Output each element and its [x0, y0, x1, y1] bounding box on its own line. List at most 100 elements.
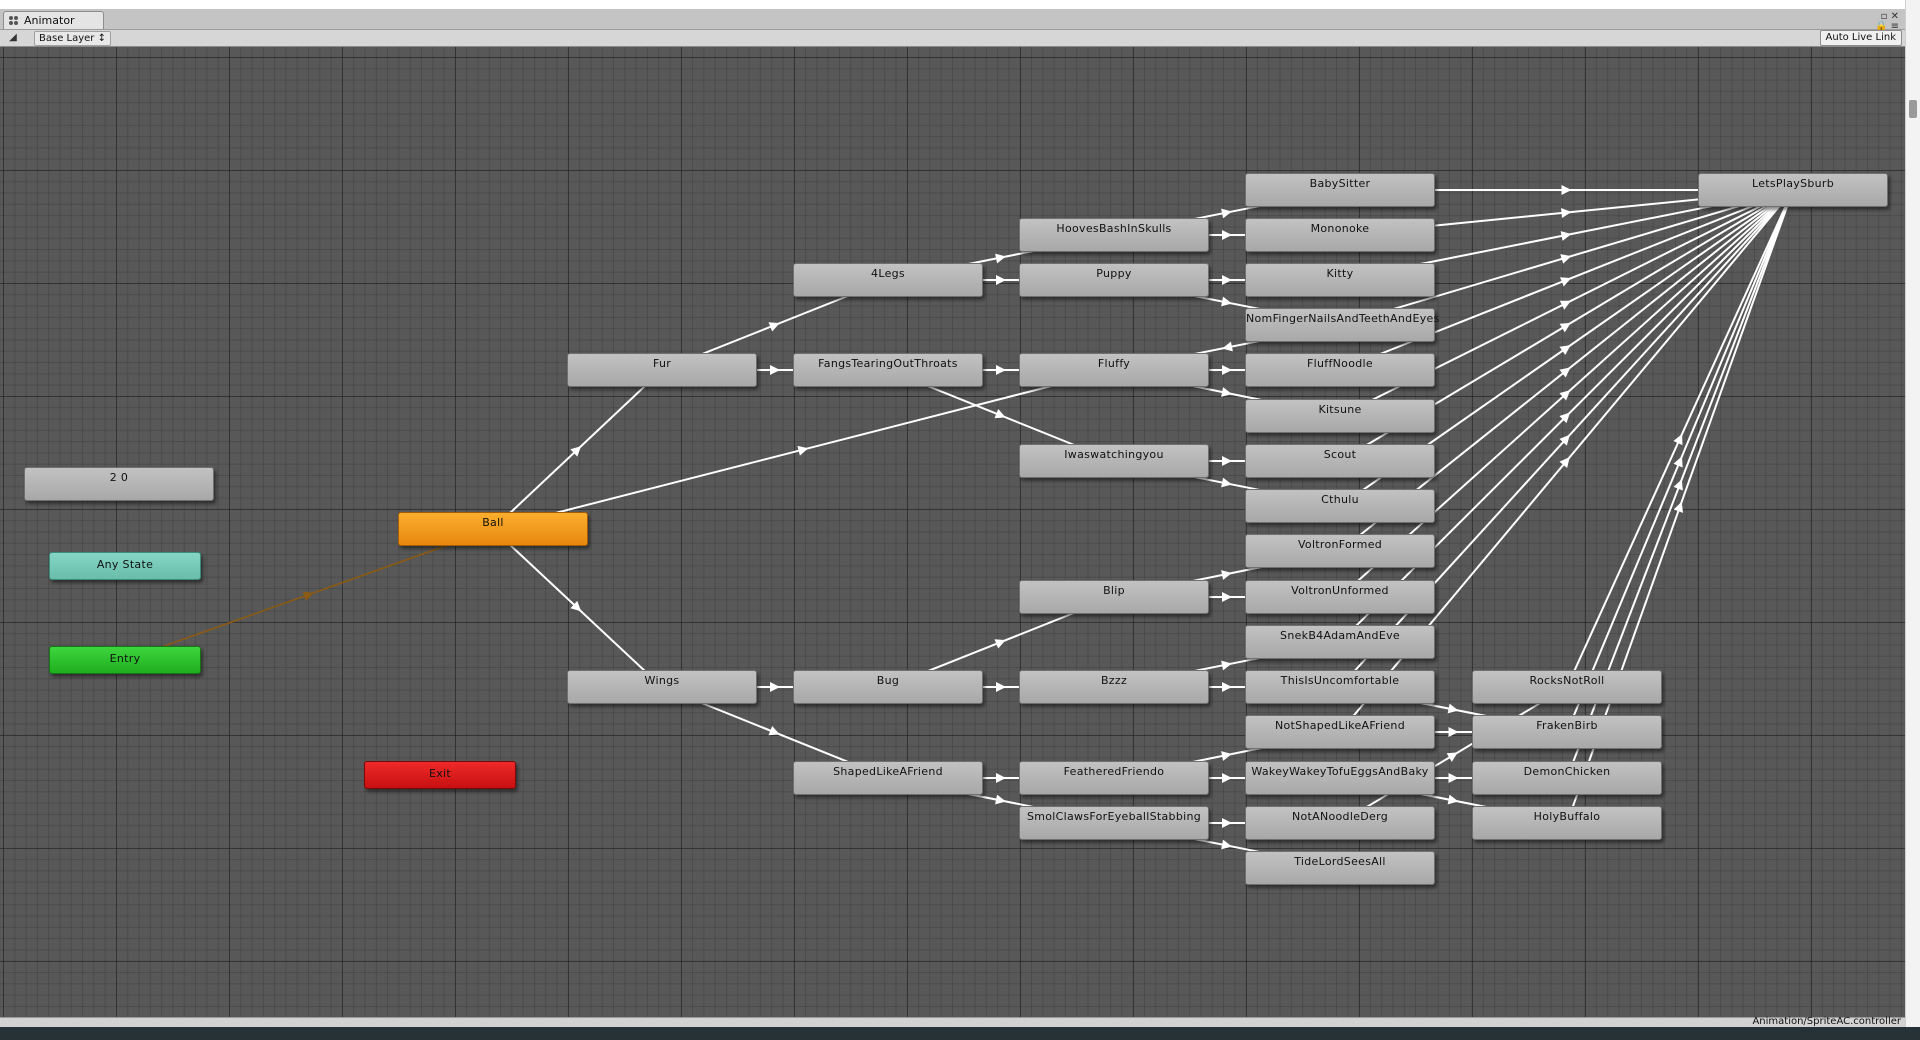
transition-arrow-icon — [1559, 322, 1571, 333]
window-controls[interactable]: ▫ ✕ 🔒 ≡ — [1875, 12, 1899, 32]
tab-title: Animator — [24, 14, 75, 27]
animator-window: Animator ▫ ✕ 🔒 ≡ ◢ Base Layer ↕ Auto Liv… — [0, 0, 1905, 1027]
state-node[interactable]: Fur — [567, 353, 757, 387]
transition-arrow-icon — [770, 682, 780, 692]
state-node[interactable]: Mononoke — [1245, 218, 1435, 252]
state-node[interactable]: NomFingerNailsAndTeethAndEyes — [1245, 308, 1439, 342]
state-label: HoovesBashInSkulls — [1056, 222, 1172, 235]
state-node[interactable]: Iwaswatchingyou — [1019, 444, 1209, 478]
state-node[interactable]: TideLordSeesAll — [1245, 851, 1435, 885]
transition-arrow-icon — [1559, 345, 1571, 355]
scrollbar-thumb[interactable] — [1909, 100, 1917, 118]
state-label: LetsPlaySburb — [1751, 177, 1835, 190]
state-node[interactable]: Bug — [793, 670, 983, 704]
state-node[interactable]: Scout — [1245, 444, 1435, 478]
state-node[interactable]: FrakenBirb — [1472, 715, 1662, 749]
state-label: Entry — [109, 652, 141, 665]
state-node[interactable]: WakeyWakeyTofuEggsAndBaky — [1245, 761, 1435, 795]
state-label: Any State — [96, 558, 154, 571]
state-label: NotShapedLikeAFriend — [1275, 719, 1405, 732]
transition-arrow-icon — [797, 445, 809, 456]
transition-layer — [124, 185, 1794, 869]
state-node[interactable]: HoovesBashInSkulls — [1019, 218, 1209, 252]
state-node[interactable]: FeatheredFriendo — [1019, 761, 1209, 795]
transition-arrow-icon — [1222, 341, 1233, 352]
vertical-scrollbar[interactable] — [1905, 0, 1920, 1027]
transition-arrow-icon — [1559, 390, 1571, 401]
state-label: BabySitter — [1309, 177, 1371, 190]
state-node[interactable]: RocksNotRoll — [1472, 670, 1662, 704]
state-label: DemonChicken — [1523, 765, 1611, 778]
state-label: RocksNotRoll — [1529, 674, 1605, 687]
state-label: Cthulu — [1321, 493, 1359, 506]
transition-arrow-icon — [996, 365, 1006, 375]
state-node[interactable]: NotShapedLikeAFriend — [1245, 715, 1435, 749]
state-node[interactable]: FangsTearingOutThroats — [793, 353, 983, 387]
state-label: Puppy — [1096, 267, 1132, 280]
state-node[interactable]: Puppy — [1019, 263, 1209, 297]
state-node[interactable]: Fluffy — [1019, 353, 1209, 387]
state-label: NotANoodleDerg — [1291, 810, 1389, 823]
state-label: TideLordSeesAll — [1294, 855, 1386, 868]
state-machine-graph[interactable]: 2 0 Any State Entry Exit Ball Fur Wings … — [0, 47, 1905, 1017]
tab-animator[interactable]: Animator — [3, 11, 104, 29]
state-node[interactable]: FluffNoodle — [1245, 353, 1435, 387]
lock-menu-icons[interactable]: 🔒 ≡ — [1874, 21, 1899, 32]
state-node[interactable]: HolyBuffalo — [1472, 806, 1662, 840]
maximize-close-icons[interactable]: ▫ ✕ — [1880, 11, 1899, 22]
transition-arrow-icon — [1560, 277, 1572, 287]
layer-breadcrumb-dropdown[interactable]: Base Layer ↕ — [34, 31, 111, 46]
exit-node[interactable]: Exit — [364, 761, 516, 789]
state-node[interactable]: ThisIsUncomfortable — [1245, 670, 1435, 704]
state-label: Bug — [876, 674, 900, 687]
title-bar — [0, 0, 1905, 9]
state-node[interactable]: VoltronFormed — [1245, 534, 1435, 568]
transition-arrow-icon — [1559, 457, 1570, 469]
state-node[interactable]: BabySitter — [1245, 173, 1435, 207]
state-label: Scout — [1323, 448, 1357, 461]
animator-icon — [9, 16, 18, 25]
transition-arrow-icon — [1561, 185, 1572, 195]
transition-arrow-icon — [570, 446, 582, 457]
transition-arrow-icon — [1446, 752, 1458, 762]
state-node[interactable]: DemonChicken — [1472, 761, 1662, 795]
transition-arrow-icon — [1560, 254, 1572, 264]
transition-arrow-icon — [1222, 230, 1232, 240]
state-node[interactable]: VoltronUnformed — [1245, 580, 1435, 614]
transition-arrow-icon — [1222, 682, 1232, 692]
transition-arrow-icon — [1221, 208, 1232, 219]
transition-arrow-icon — [1447, 703, 1459, 714]
state-node[interactable]: Kitsune — [1245, 399, 1435, 433]
entry-node[interactable]: Entry — [49, 646, 201, 674]
state-node[interactable]: 2 0 — [24, 467, 214, 501]
state-node[interactable]: Cthulu — [1245, 489, 1435, 523]
state-node[interactable]: LetsPlaySburb — [1698, 173, 1888, 207]
transition-arrow-icon — [996, 773, 1006, 783]
state-label: WakeyWakeyTofuEggsAndBaky — [1251, 765, 1429, 778]
any-state-node[interactable]: Any State — [49, 552, 201, 580]
state-node[interactable]: SnekB4AdamAndEve — [1245, 625, 1435, 659]
state-node[interactable]: Blip — [1019, 580, 1209, 614]
state-node[interactable]: ShapedLikeAFriend — [793, 761, 983, 795]
state-label: Fluffy — [1097, 357, 1131, 370]
state-label: Blip — [1103, 584, 1125, 597]
transition-arrow-icon — [1673, 501, 1684, 513]
state-node[interactable]: Wings — [567, 670, 757, 704]
state-label: FangsTearingOutThroats — [818, 357, 958, 370]
auto-live-link-button[interactable]: Auto Live Link — [1819, 30, 1902, 46]
state-node[interactable]: NotANoodleDerg — [1245, 806, 1435, 840]
default-state-node[interactable]: Ball — [398, 512, 588, 546]
tab-strip: Animator ▫ ✕ 🔒 ≡ — [0, 9, 1905, 32]
layers-toggle-icon[interactable]: ◢ — [9, 32, 17, 43]
state-node[interactable]: Bzzz — [1019, 670, 1209, 704]
desktop-background — [0, 1027, 1920, 1040]
transition-arrow-icon — [994, 639, 1006, 649]
animator-toolbar: ◢ Base Layer ↕ Auto Live Link — [0, 30, 1905, 47]
state-label: NomFingerNailsAndTeethAndEyes — [1246, 312, 1440, 325]
transition-arrow-icon — [995, 253, 1006, 264]
state-node[interactable]: SmolClawsForEyeballStabbing — [1019, 806, 1209, 840]
state-node[interactable]: Kitty — [1245, 263, 1435, 297]
transition-arrow-icon — [768, 725, 780, 736]
transition-arrow-icon — [996, 682, 1006, 692]
state-node[interactable]: 4Legs — [793, 263, 983, 297]
